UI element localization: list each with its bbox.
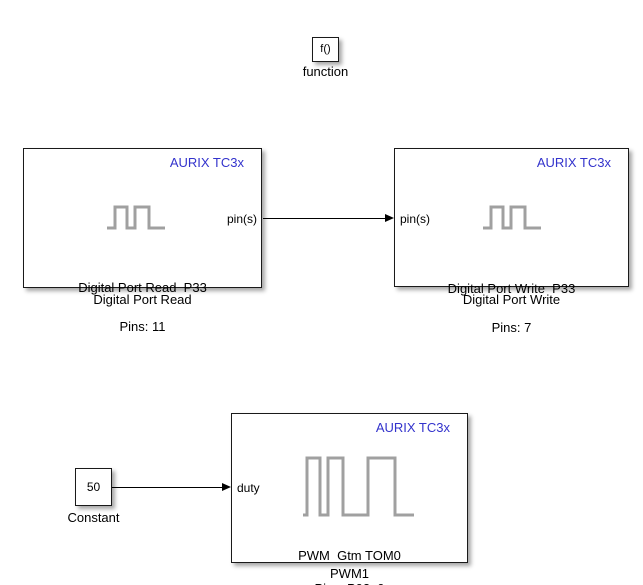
input-port-label: pin(s)	[400, 212, 431, 226]
brand-text: AURIX TC3x	[536, 155, 611, 170]
signal-wire-constant-to-pwm1[interactable]	[112, 487, 222, 488]
block-desc-line1: PWM Gtm TOM0	[298, 548, 401, 563]
constant-value: 50	[86, 480, 101, 494]
signal-wire-read-to-write[interactable]	[263, 218, 385, 219]
input-port-label: duty	[237, 481, 260, 495]
block-digital-port-read[interactable]: AURIX TC3x pin(s) Digital Port Read P33 …	[23, 148, 262, 333]
block-label-function[interactable]: function	[302, 64, 349, 79]
function-icon-text: f()	[320, 43, 331, 55]
block-desc-line1: Digital Port Write P33	[447, 281, 576, 296]
block-label-constant[interactable]: Constant	[67, 510, 120, 525]
arrowhead-icon	[385, 214, 394, 222]
block-function[interactable]: f()	[312, 37, 339, 62]
square-wave-icon	[483, 205, 541, 230]
block-desc-line2: Pins: 7	[491, 320, 532, 335]
block-label-digital-port-read[interactable]: Digital Port Read	[93, 292, 192, 307]
block-label-pwm1[interactable]: PWM1	[330, 566, 369, 581]
block-desc-line1: Digital Port Read P33	[78, 280, 207, 295]
brand-text: AURIX TC3x	[169, 155, 244, 170]
block-desc-line2: Pins: P02_0	[232, 582, 467, 585]
arrowhead-icon	[222, 483, 231, 491]
block-pwm1[interactable]: AURIX TC3x duty PWM Gtm TOM0 Pins: P02_0	[231, 413, 468, 585]
block-digital-port-write[interactable]: AURIX TC3x pin(s) Digital Port Write P33…	[394, 148, 629, 334]
output-port-label: pin(s)	[226, 212, 257, 226]
block-desc-line2: Pins: 11	[119, 319, 166, 334]
block-constant[interactable]: 50	[75, 468, 112, 506]
pwm-wave-icon	[303, 456, 414, 517]
block-label-digital-port-write[interactable]: Digital Port Write	[462, 292, 561, 307]
square-wave-icon	[107, 205, 165, 230]
brand-text: AURIX TC3x	[375, 420, 450, 435]
